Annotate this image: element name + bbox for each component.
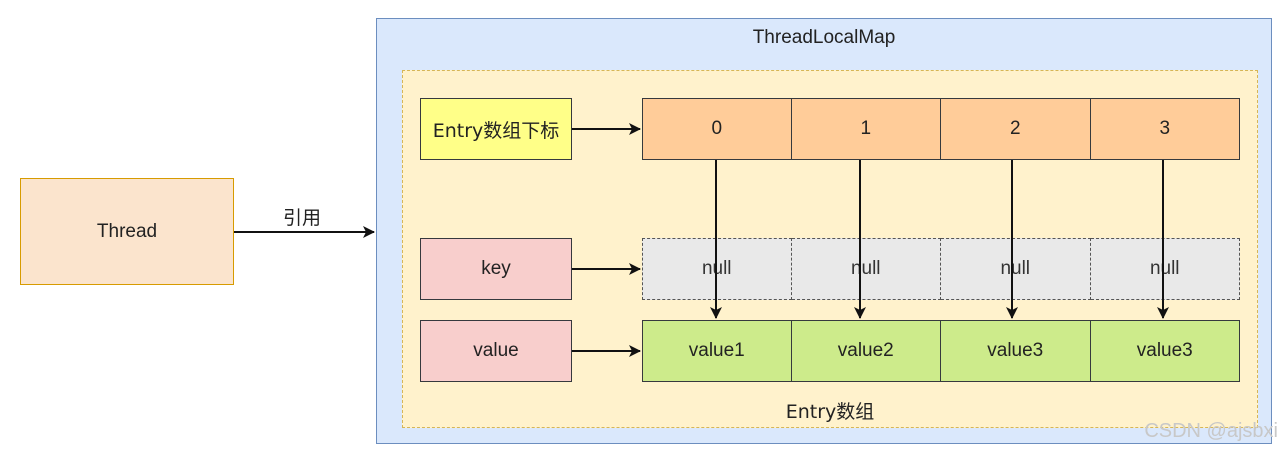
key-cell: null: [941, 238, 1091, 300]
key-row: null null null null: [642, 238, 1240, 300]
value-cell: value3: [1090, 320, 1240, 382]
threadlocalmap-title: ThreadLocalMap: [752, 27, 896, 48]
value-label-node: value: [420, 320, 572, 382]
thread-node: Thread: [20, 178, 234, 285]
reference-edge-label: 引用: [282, 206, 321, 229]
key-cell: null: [791, 238, 941, 300]
entry-array-label: Entry数组: [785, 400, 875, 423]
index-cell: 2: [941, 98, 1091, 160]
index-cell: 3: [1090, 98, 1240, 160]
key-cell: null: [1090, 238, 1240, 300]
entry-index-label-node: Entry数组下标: [420, 98, 572, 160]
key-label-node: key: [420, 238, 572, 300]
index-cell: 1: [791, 98, 941, 160]
value-cell: value2: [791, 320, 941, 382]
value-row: value1 value2 value3 value3: [642, 320, 1240, 382]
value-cell: value1: [642, 320, 792, 382]
value-cell: value3: [941, 320, 1091, 382]
index-cell: 0: [642, 98, 792, 160]
entry-index-row: 0 1 2 3: [642, 98, 1240, 160]
watermark: CSDN @ajsbxi: [1144, 420, 1278, 442]
